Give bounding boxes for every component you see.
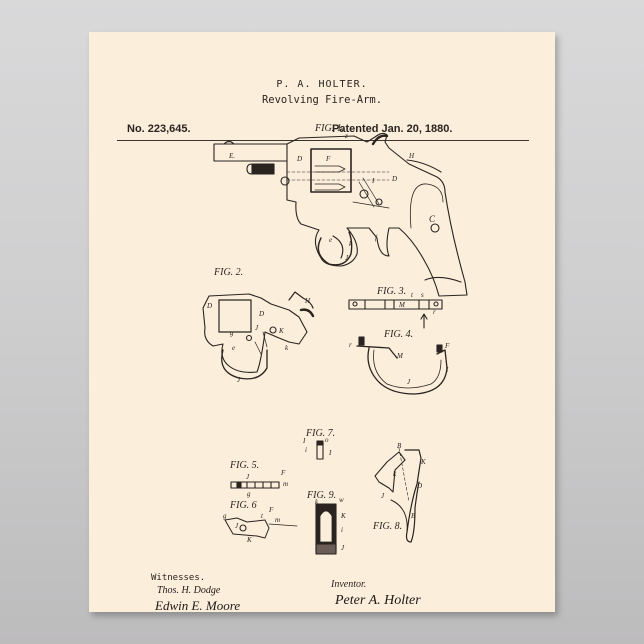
- svg-text:z: z: [344, 132, 348, 140]
- svg-text:o: o: [325, 436, 329, 444]
- svg-text:k: k: [349, 240, 353, 248]
- svg-text:J: J: [407, 378, 411, 386]
- svg-text:D: D: [206, 302, 212, 310]
- inventor-signature: Peter A. Holter: [335, 593, 421, 608]
- patent-title: Revolving Fire-Arm.: [261, 94, 383, 106]
- patent-drawings: FIG. 1.: [202, 123, 468, 555]
- svg-text:H: H: [304, 297, 311, 305]
- svg-text:i: i: [341, 526, 343, 534]
- svg-text:e: e: [329, 236, 332, 244]
- svg-text:C: C: [429, 214, 436, 224]
- svg-text:m: m: [283, 480, 288, 488]
- patent-number: No. 223,645.: [127, 123, 191, 135]
- svg-text:B: B: [397, 442, 402, 450]
- svg-text:D: D: [416, 482, 422, 490]
- svg-text:M: M: [396, 352, 404, 360]
- witness-signature-2: Edwin E. Moore: [155, 598, 241, 613]
- figure-8-trigger: FIG. 8. B K D J Bk: [372, 442, 426, 543]
- witness-signature-1: Thos. H. Dodge: [157, 585, 221, 596]
- figure-4-trigger-guard: FIG. 4. rM F I J: [349, 313, 450, 395]
- svg-text:J: J: [255, 324, 259, 332]
- fig-4-label: FIG. 4.: [383, 329, 413, 340]
- fig-6-label: FIG. 6: [229, 500, 257, 511]
- svg-text:F: F: [325, 155, 331, 163]
- svg-text:k: k: [285, 344, 289, 352]
- svg-text:H: H: [408, 152, 415, 160]
- svg-text:F: F: [280, 469, 286, 477]
- svg-text:K: K: [278, 327, 284, 335]
- fig-5-label: FIG. 5.: [229, 460, 259, 471]
- patent-date: Patented Jan. 20, 1880.: [332, 123, 453, 135]
- svg-text:I: I: [328, 449, 332, 457]
- figure-3-bar: FIG. 3. Mr st: [348, 286, 443, 316]
- svg-text:M: M: [398, 301, 406, 309]
- svg-text:E.: E.: [228, 152, 235, 160]
- svg-text:F: F: [444, 342, 450, 350]
- svg-text:t: t: [411, 291, 414, 299]
- svg-text:D: D: [258, 310, 264, 318]
- svg-text:i: i: [305, 446, 307, 454]
- svg-text:w: w: [339, 496, 344, 504]
- svg-text:e: e: [232, 344, 235, 352]
- svg-text:D: D: [391, 175, 397, 183]
- svg-text:I: I: [445, 366, 449, 374]
- svg-text:I: I: [371, 177, 375, 185]
- svg-text:k: k: [393, 470, 397, 478]
- svg-text:s: s: [421, 291, 424, 299]
- svg-text:J: J: [345, 254, 349, 262]
- svg-text:k: k: [315, 498, 319, 506]
- svg-text:I: I: [302, 437, 306, 445]
- fig-1-reference-letters: E. Dz F H C D If k eJ: [228, 132, 436, 262]
- svg-text:K: K: [340, 512, 346, 520]
- svg-text:r: r: [433, 308, 436, 316]
- svg-text:J: J: [381, 492, 385, 500]
- svg-text:J: J: [237, 376, 241, 384]
- inventor-label: Inventor.: [331, 579, 367, 590]
- svg-text:g: g: [247, 490, 251, 498]
- svg-text:K: K: [246, 536, 252, 544]
- svg-text:K: K: [420, 458, 426, 466]
- patent-poster: P. A. HOLTER. Revolving Fire-Arm. No. 22…: [89, 32, 555, 613]
- svg-text:g: g: [230, 329, 234, 337]
- svg-text:F: F: [268, 506, 274, 514]
- witnesses-label: Witnesses.: [151, 573, 206, 583]
- svg-text:J: J: [246, 473, 250, 481]
- svg-text:D: D: [296, 155, 302, 163]
- svg-text:m: m: [275, 516, 280, 524]
- fig-9-label: FIG. 9.: [306, 490, 336, 501]
- inventor-name: P. A. HOLTER.: [276, 79, 368, 90]
- fig-7-label: FIG. 7.: [305, 428, 335, 439]
- header-rule: [117, 140, 529, 141]
- svg-text:B: B: [411, 512, 416, 520]
- figure-5-sear: FIG. 5. J Fm g: [229, 460, 288, 498]
- svg-text:r: r: [349, 341, 352, 349]
- fig-3-label: FIG. 3.: [376, 286, 406, 297]
- figure-1-revolver: FIG. 1.: [213, 123, 468, 297]
- fig-1-label: FIG. 1.: [314, 123, 344, 134]
- svg-text:f: f: [375, 234, 378, 242]
- figure-6-lever: FIG. 6 gJ Ft mK: [223, 500, 298, 544]
- svg-text:g: g: [223, 512, 227, 520]
- fig-2-label: FIG. 2.: [213, 267, 243, 278]
- svg-text:t: t: [261, 512, 264, 520]
- svg-text:J: J: [235, 522, 239, 530]
- svg-text:J: J: [341, 544, 345, 552]
- fig-8-label: FIG. 8.: [372, 521, 402, 532]
